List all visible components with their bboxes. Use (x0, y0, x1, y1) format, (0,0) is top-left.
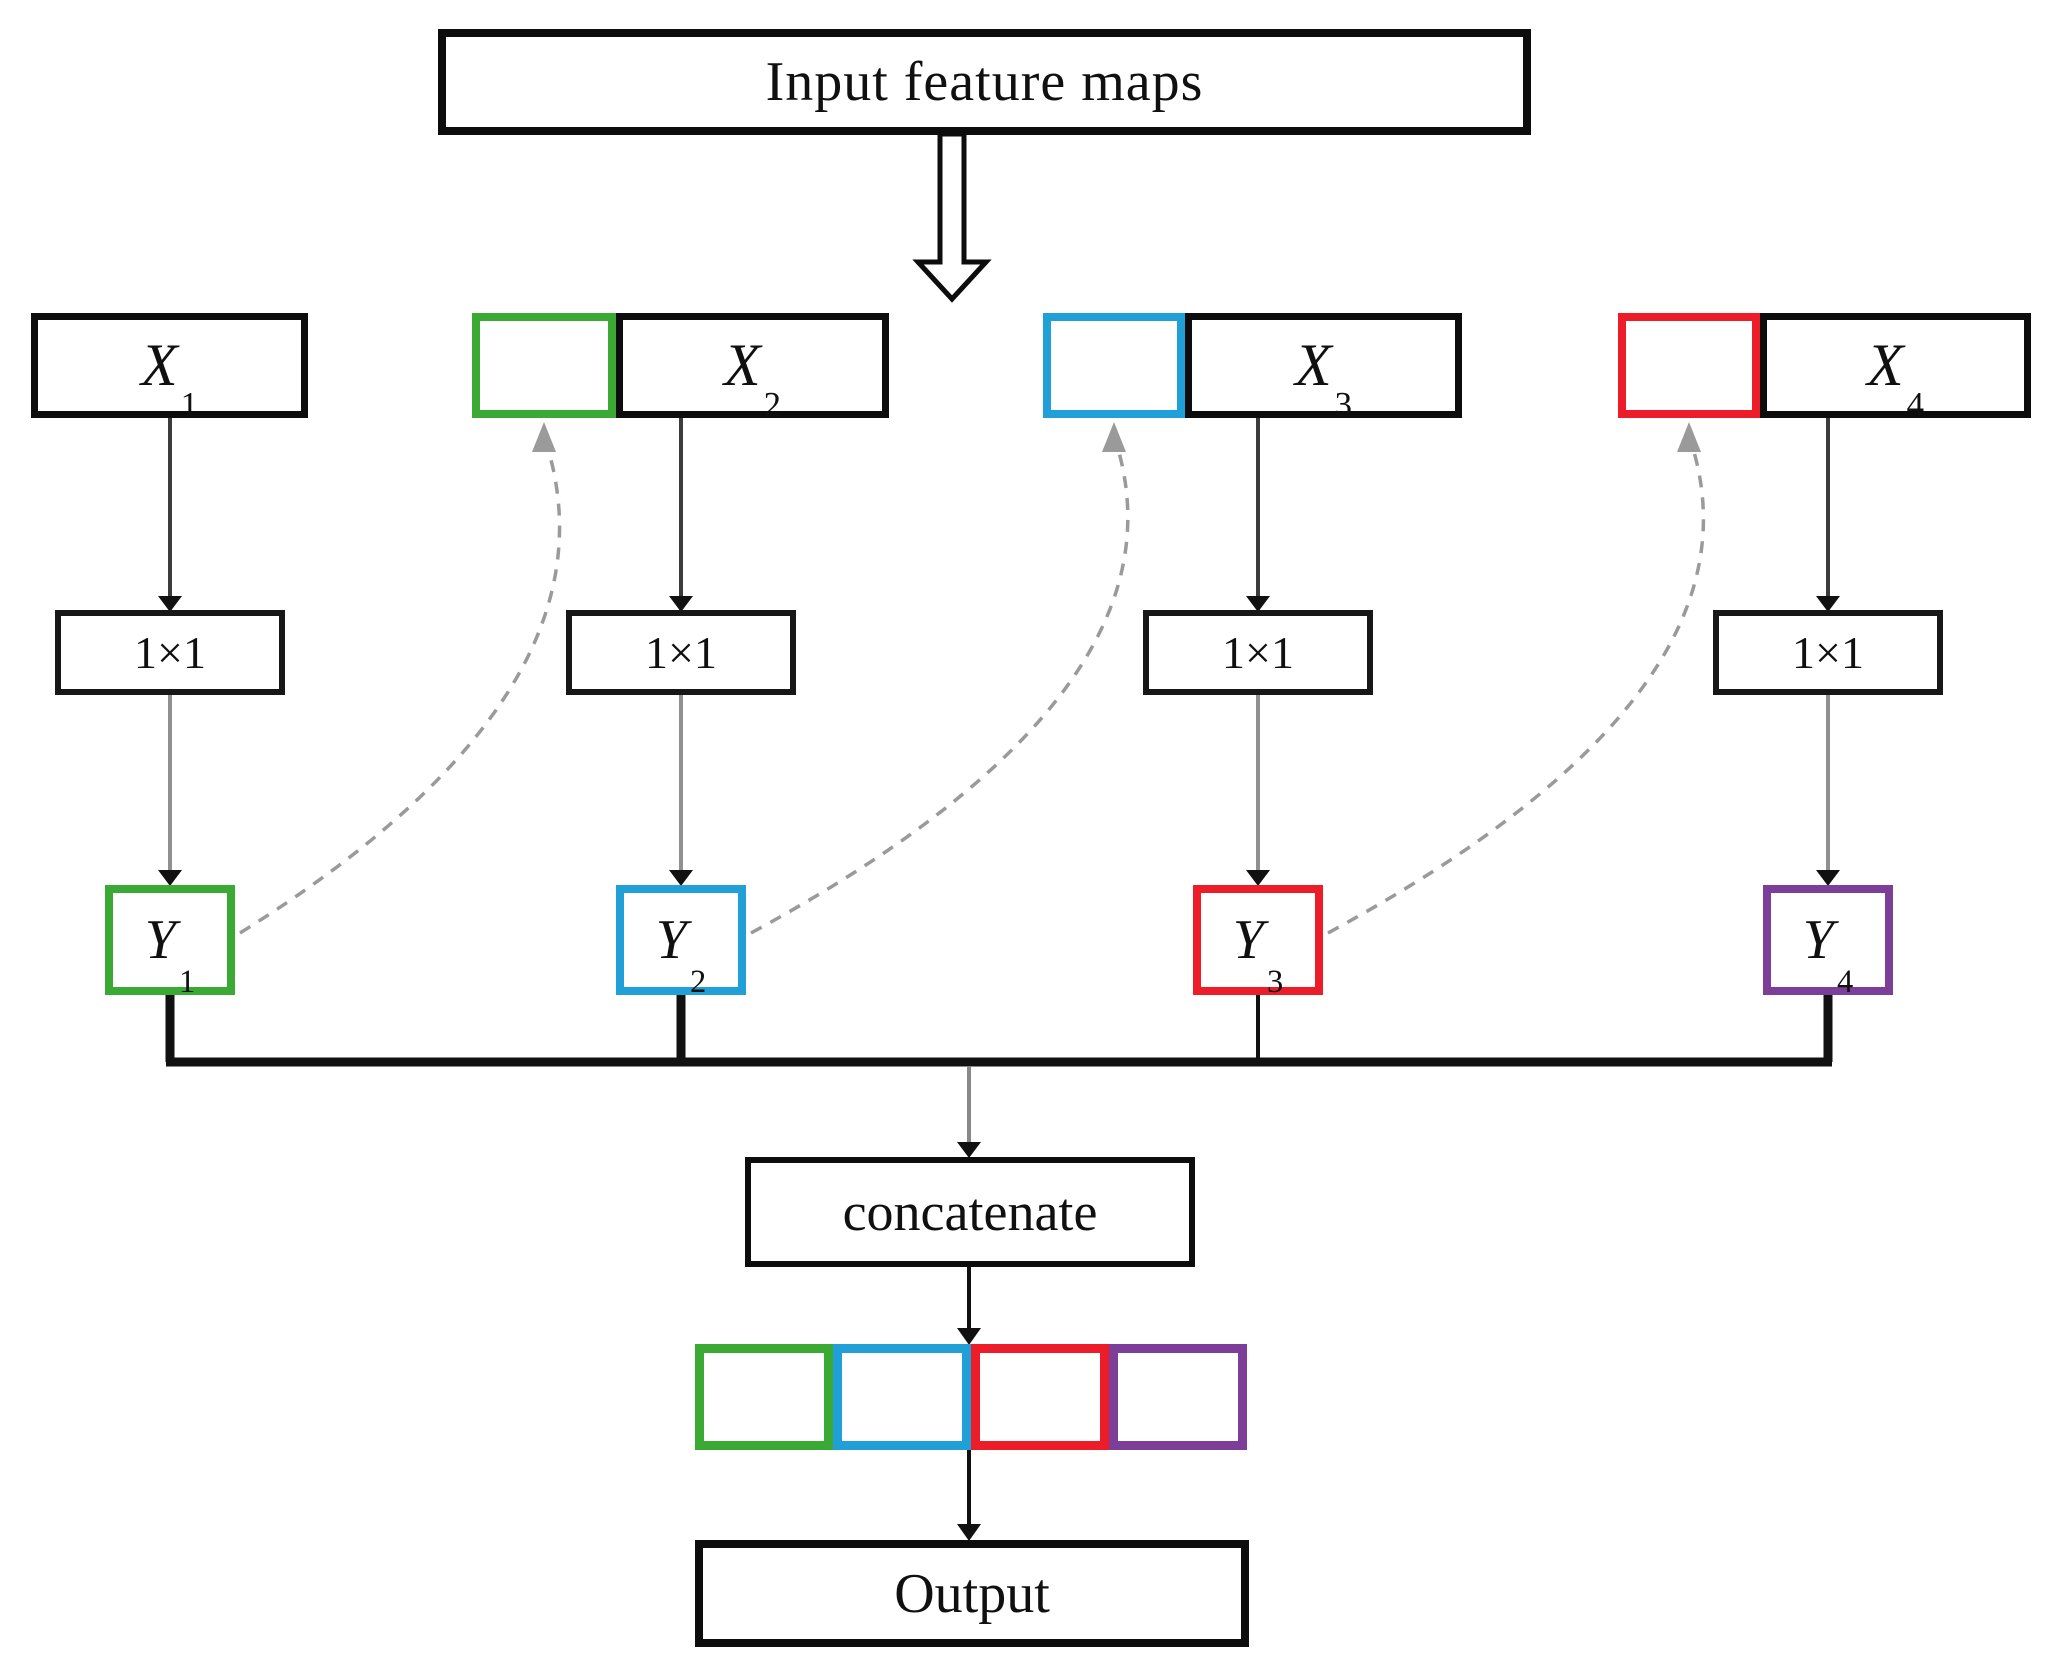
x2-subscript: 2 (763, 385, 782, 424)
conv4-to-y4-arrowhead (1816, 870, 1840, 886)
y4-label: Y (1802, 909, 1834, 971)
conv1x1-box-4: 1×1 (1713, 610, 1943, 695)
x3-label: X (1294, 332, 1332, 398)
y1-to-x2-dashed-arrowhead (532, 422, 556, 452)
concat-segment-purple (1109, 1344, 1247, 1450)
conv1x1-box-1: 1×1 (55, 610, 285, 695)
conv3-to-y3-arrowhead (1246, 870, 1270, 886)
x4-subscript: 4 (1906, 385, 1925, 424)
input-split-arrow (912, 131, 992, 303)
conv1x1-box-2: 1×1 (566, 610, 796, 695)
y2-label: Y (655, 909, 687, 971)
concatenate-box: concatenate (745, 1157, 1195, 1267)
x4-label: X (1866, 332, 1904, 398)
conv1x1-label-4: 1×1 (1792, 627, 1864, 678)
x4-to-conv-arrowhead (1816, 596, 1840, 612)
conv1x1-label-1: 1×1 (134, 627, 206, 678)
y3-to-x4-dashed-arrowhead (1677, 422, 1701, 452)
y3-label: Y (1232, 909, 1264, 971)
x1-subscript: 1 (180, 385, 199, 424)
concat-to-row-arrowhead (957, 1328, 981, 1345)
y4-subscript: 4 (1836, 964, 1854, 1000)
output-label: Output (894, 1562, 1050, 1625)
concat-segment-blue (833, 1344, 971, 1450)
y1-subscript: 1 (178, 964, 196, 1000)
conv1x1-label-2: 1×1 (645, 627, 717, 678)
row-to-output-arrowhead (957, 1524, 981, 1541)
y2-subscript: 2 (689, 964, 707, 1000)
y2-to-x3-dashed-arrowhead (1102, 422, 1126, 452)
x3-to-conv-arrowhead (1246, 596, 1270, 612)
y1-label: Y (144, 909, 176, 971)
conv1x1-box-3: 1×1 (1143, 610, 1373, 695)
x2-to-conv-arrowhead (669, 596, 693, 612)
conv1x1-label-3: 1×1 (1222, 627, 1294, 678)
output-box: Output (695, 1540, 1249, 1647)
bus-to-concat-arrowhead (957, 1142, 981, 1158)
y1-to-x2-dashed-curve (239, 435, 562, 935)
x3-prefix-box (1043, 313, 1185, 418)
x1-label: X (140, 332, 178, 398)
x2-label: X (723, 332, 761, 398)
conv1-to-y1-arrowhead (158, 870, 182, 886)
concatenate-label: concatenate (842, 1182, 1098, 1242)
y2-to-x3-dashed-curve (750, 435, 1130, 935)
x3-subscript: 3 (1334, 385, 1353, 424)
concat-segment-green (695, 1344, 833, 1450)
input-feature-maps-label: Input feature maps (765, 51, 1204, 113)
x1-to-conv-arrowhead (158, 596, 182, 612)
x2-prefix-box (472, 313, 616, 418)
concat-segment-red (971, 1344, 1109, 1450)
conv2-to-y2-arrowhead (669, 870, 693, 886)
y3-subscript: 3 (1266, 964, 1284, 1000)
y3-to-x4-dashed-curve (1327, 435, 1706, 935)
x4-prefix-box (1618, 313, 1760, 418)
input-feature-maps-box: Input feature maps (438, 29, 1531, 135)
